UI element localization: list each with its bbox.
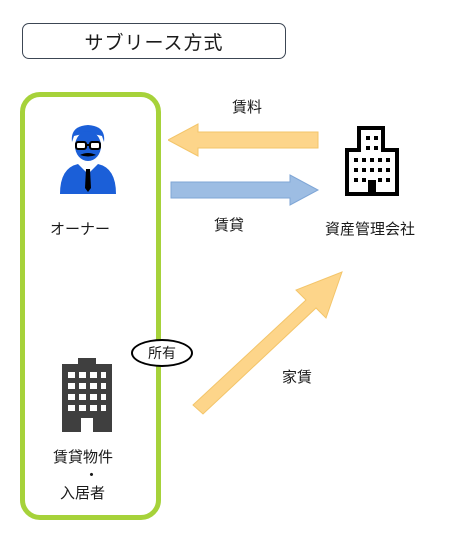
property-label-line3: 入居者 — [60, 484, 106, 502]
property-label-line2: ・ — [84, 466, 100, 484]
office-building-icon — [345, 126, 399, 196]
lease-arrow — [170, 174, 320, 206]
tenant-rent-arrow — [192, 271, 343, 415]
diagram-title: サブリース方式 — [22, 23, 286, 59]
businessman-icon — [60, 125, 116, 194]
ownership-badge: 所有 — [131, 339, 193, 367]
rent-fee-label: 賃料 — [232, 98, 263, 116]
apartment-building-icon — [62, 358, 112, 432]
owner-label: オーナー — [50, 220, 111, 238]
lease-label: 賃貸 — [214, 216, 245, 234]
tenant-rent-label: 家賃 — [282, 368, 313, 386]
property-label-line1: 賃貸物件 — [53, 448, 114, 466]
rent-payment-arrow — [168, 123, 319, 157]
owner-group-frame — [20, 92, 161, 520]
company-label: 資産管理会社 — [325, 220, 416, 238]
